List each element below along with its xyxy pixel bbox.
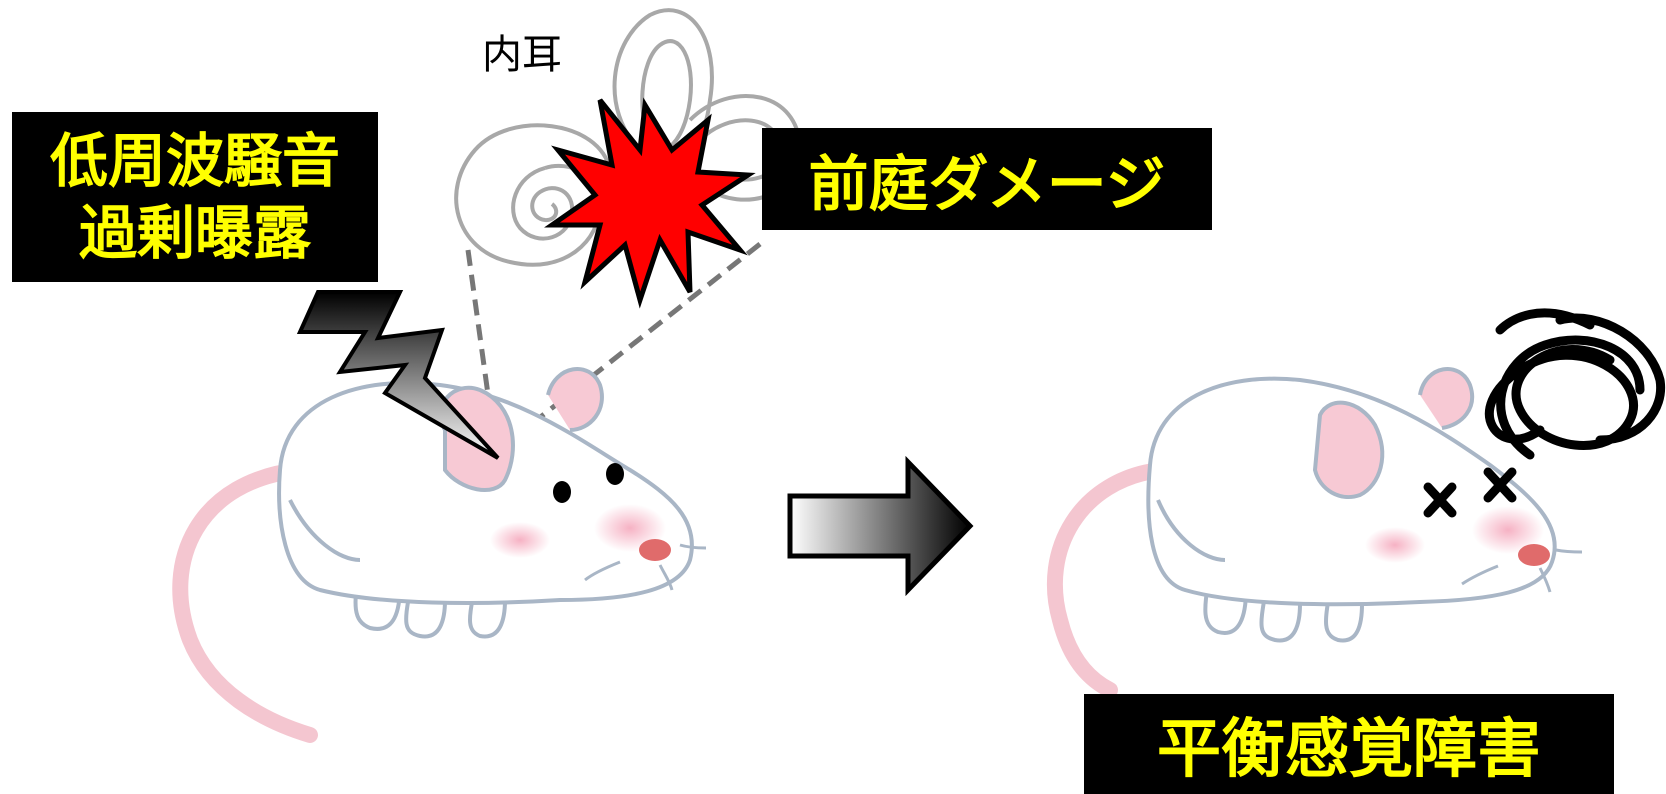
noise-label-line2: 過剰曝露 (78, 199, 311, 267)
balance-disorder-label: 平衡感覚障害 (1084, 694, 1614, 794)
noise-label-line1: 低周波騒音 (49, 127, 340, 195)
dizzy-eyes-icon (1423, 467, 1517, 518)
dizzy-spiral-icon (1484, 308, 1666, 460)
mouse-healthy (172, 367, 707, 743)
noise-exposure-label: 低周波騒音 過剰曝露 (12, 112, 378, 282)
balance-disorder-text: 平衡感覚障害 (1157, 713, 1541, 787)
lightning-bolt-icon (296, 290, 500, 460)
vestibular-damage-label: 前庭ダメージ (762, 128, 1212, 230)
damage-burst-icon (544, 97, 756, 309)
eye-left (553, 481, 571, 503)
connector-line-right (503, 242, 762, 447)
inner-ear-label: 内耳 (482, 32, 562, 78)
vestibular-damage-text: 前庭ダメージ (808, 149, 1166, 220)
eye-right (606, 463, 624, 485)
mouse-dizzy (1046, 367, 1583, 698)
transition-arrow-icon (787, 455, 974, 597)
